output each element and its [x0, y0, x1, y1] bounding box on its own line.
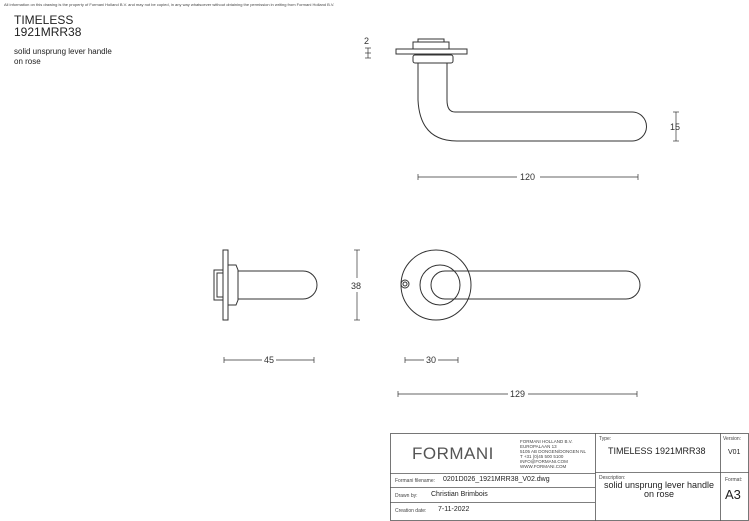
filename-value: 0201D026_1921MRR38_V02.dwg: [443, 476, 550, 483]
format-value: A3: [725, 487, 741, 502]
filename-label: Formani filename:: [395, 478, 436, 484]
dim-total-length: 129: [510, 389, 525, 399]
version-label: Version:: [723, 436, 742, 442]
lever-outline: [417, 63, 647, 142]
copyright-notice: All information on this drawing is the p…: [4, 2, 335, 7]
description-label: Description:: [599, 475, 626, 481]
description-line: on rose: [14, 57, 41, 66]
top-view: [395, 38, 647, 142]
rose-block: [412, 41, 450, 50]
title-block-grid: [390, 433, 749, 521]
rose-cap: [417, 38, 445, 43]
format-label: Format:: [725, 477, 743, 483]
collar: [412, 54, 454, 64]
side-collar: [227, 264, 239, 306]
side-view: [213, 249, 318, 321]
product-code: 1921MRR38: [14, 25, 82, 39]
version-value: V01: [728, 449, 741, 456]
screw-hole: [400, 279, 410, 289]
dim-inner-rose: 30: [426, 355, 436, 365]
rose-plate: [395, 48, 468, 55]
side-block: [213, 269, 224, 301]
front-view: [400, 249, 641, 321]
creation-date-value: 7-11-2022: [438, 506, 470, 513]
product-description: solid unsprung lever handle on rose: [14, 47, 154, 67]
dim-rose-diameter: 38: [351, 281, 361, 291]
front-lever: [430, 270, 641, 300]
dim-rose-thickness: 2: [364, 36, 369, 46]
product-title: TIMELESS 1921MRR38: [14, 14, 81, 38]
drawn-by-value: Christian Brimbois: [431, 491, 488, 498]
type-label: Type:: [599, 436, 612, 442]
drawn-by-label: Drawn by:: [395, 493, 418, 499]
formani-logo: FORMANI: [412, 444, 494, 463]
dim-lever-height: 15: [670, 122, 680, 132]
side-block-inner: [216, 272, 224, 298]
dim-lever-length: 120: [520, 172, 535, 182]
type-value: TIMELESS 1921MRR38: [608, 446, 706, 456]
screw-hole-inner: [402, 281, 408, 287]
side-rose-plate: [222, 249, 229, 321]
dim-side-depth: 45: [264, 355, 274, 365]
inner-rose-circle: [419, 264, 461, 306]
creation-date-label: Creation date:: [395, 508, 427, 514]
description-line: solid unsprung lever handle: [14, 47, 112, 56]
dimension-lines: [223, 47, 679, 397]
product-name: TIMELESS: [14, 13, 74, 27]
side-lever: [238, 270, 318, 300]
